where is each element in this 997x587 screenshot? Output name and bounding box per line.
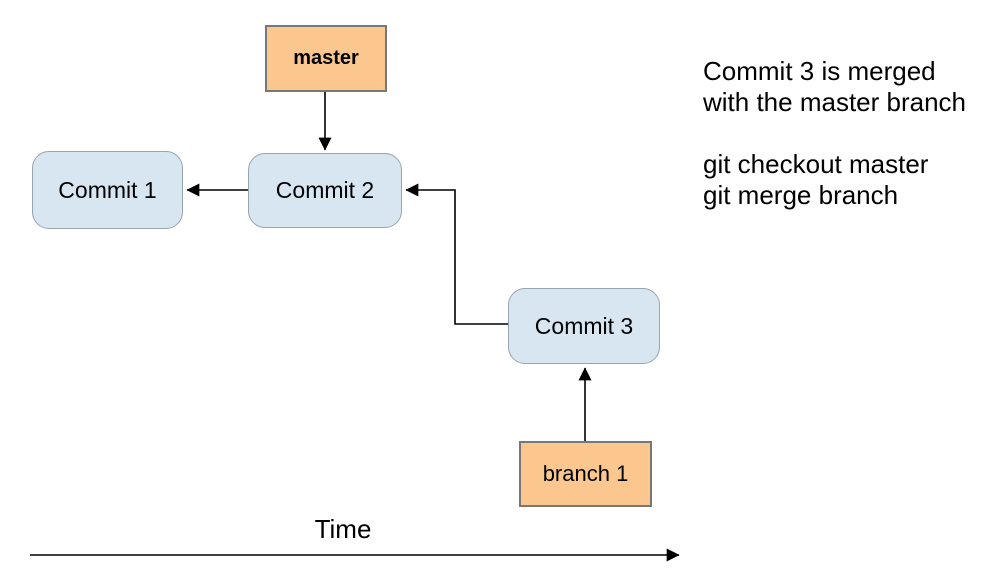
time-axis-label: Time: [314, 514, 372, 544]
annotation-text-block: Commit 3 is merged with the master branc…: [703, 56, 995, 211]
commit2-node: Commit 2: [248, 153, 402, 228]
branch1-label: branch 1: [542, 461, 629, 486]
annotation-line: Commit 3 is merged: [703, 56, 936, 86]
commit1-label: Commit 1: [58, 176, 157, 203]
master-branch-label: master: [293, 47, 359, 69]
annotation-line-spacer: [703, 118, 995, 149]
master-branch-node: master: [265, 25, 387, 92]
commit1-node: Commit 1: [32, 151, 183, 229]
commit3-label: Commit 3: [534, 312, 634, 339]
annotation-line: with the master branch: [703, 87, 967, 117]
commit3-node: Commit 3: [508, 288, 660, 364]
annotation-line: git checkout master: [703, 149, 929, 179]
arrow-commit3-to-commit2-elbow: [405, 183, 508, 325]
commit2-label: Commit 2: [275, 177, 375, 203]
branch1-node: branch 1: [519, 441, 652, 507]
annotation-line: git merge branch: [703, 180, 899, 210]
